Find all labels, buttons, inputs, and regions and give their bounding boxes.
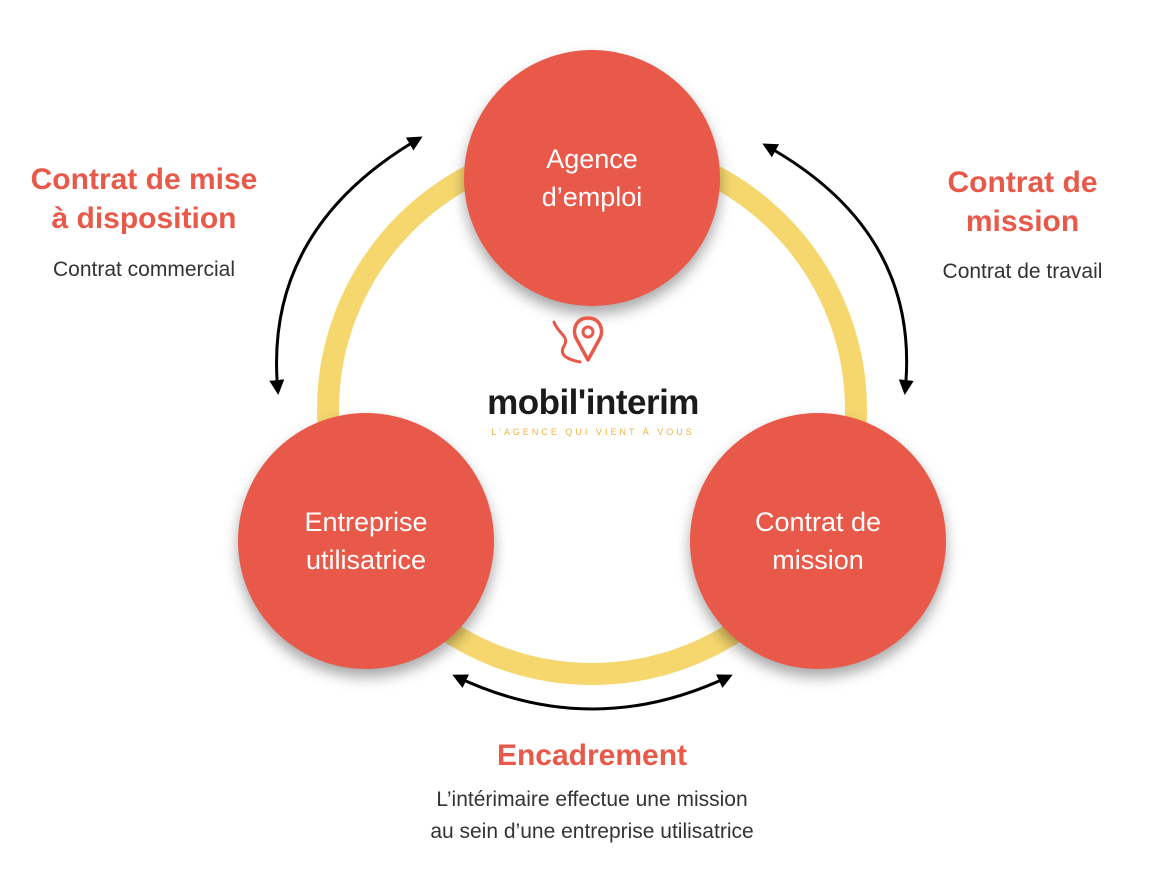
node-label-line: mission [772,545,864,575]
relation-title-line: Contrat de [947,166,1098,199]
node-label-line: d’emploi [541,182,643,212]
arrow-right [762,143,914,395]
relation-bottom-subtitle: L’intérimaire effectue une mission au se… [342,784,842,848]
node-label-line: Contrat de [754,507,882,537]
relation-left-subtitle: Contrat commercial [52,258,236,281]
relation-right-title: Contrat de mission [880,163,1165,241]
relation-title-line: Contrat de mise [30,163,258,196]
relation-subtitle-line: au sein d’une entreprise utilisatrice [430,820,754,843]
relation-right-subtitle: Contrat de travail [942,260,1103,283]
node-label-line: utilisatrice [305,545,427,575]
relation-title-line: à disposition [51,202,237,235]
relation-bottom-title: Encadrement [496,739,688,772]
node-label-line: Entreprise [304,507,428,537]
arrow-left [269,136,423,395]
map-pin-path-icon [552,316,604,364]
arrow-bottom [452,674,733,711]
relation-subtitle-line: L’intérimaire effectue une mission [436,788,748,811]
node-entreprise-utilisatrice: Entreprise utilisatrice [238,413,494,669]
logo-wordmark: mobil'interim [487,383,699,422]
node-agence-emploi: Agence d’emploi [464,50,720,306]
relation-left-title: Contrat de mise à disposition [0,160,288,238]
node-label-line: Agence [546,144,638,174]
relation-title-line: mission [965,205,1080,238]
node-contrat-mission: Contrat de mission [690,413,946,669]
logo-tagline: L'AGENCE QUI VIENT À VOUS [491,427,695,437]
